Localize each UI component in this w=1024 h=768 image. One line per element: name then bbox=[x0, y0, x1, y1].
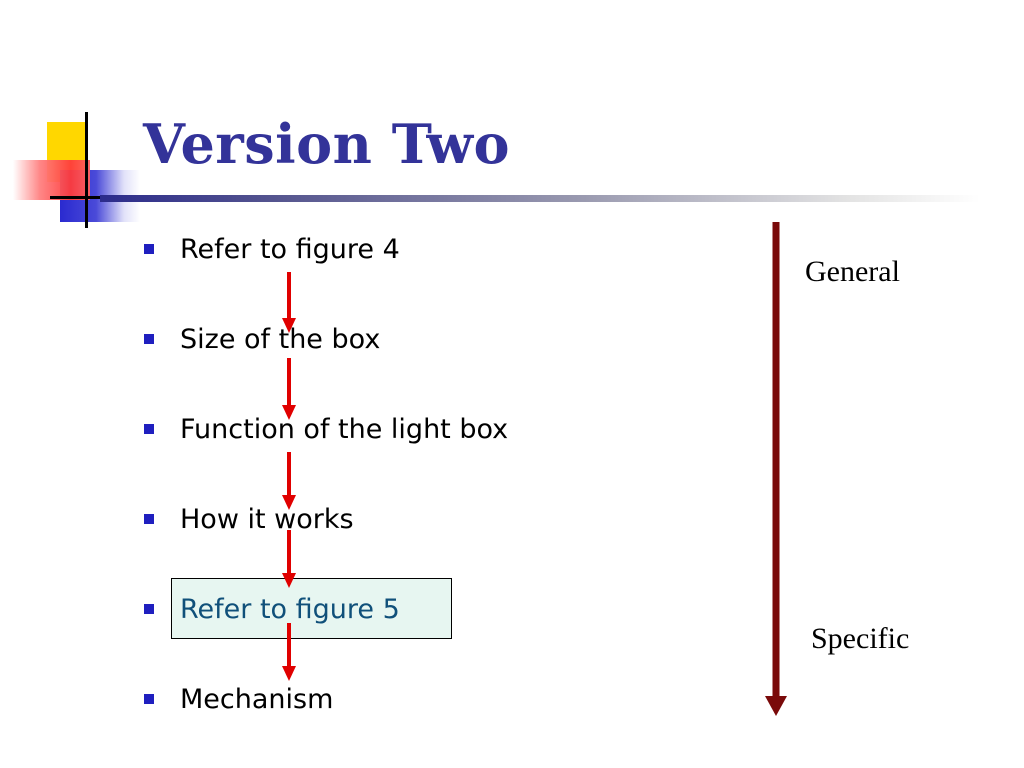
highlight-box bbox=[171, 578, 452, 639]
bullet-text: Refer to figure 4 bbox=[180, 233, 400, 265]
bullet-text: Refer to figure 5 bbox=[180, 593, 400, 625]
slide-title: Version Two bbox=[143, 112, 510, 176]
decoration-horizontal-line bbox=[50, 196, 110, 199]
bullet-item: Refer to figure 4 bbox=[140, 229, 400, 269]
decoration-vertical-line bbox=[85, 112, 88, 228]
step-arrow bbox=[282, 530, 296, 588]
general-to-specific-arrow bbox=[765, 222, 787, 716]
bullet-square-icon bbox=[144, 244, 154, 254]
step-arrow bbox=[282, 623, 296, 681]
general-label: General bbox=[805, 255, 900, 288]
bullet-item: Mechanism bbox=[140, 679, 333, 719]
bullet-text: How it works bbox=[180, 503, 354, 535]
bullet-square-icon bbox=[144, 604, 154, 614]
bullet-text: Size of the box bbox=[180, 323, 381, 355]
bullet-text: Mechanism bbox=[180, 683, 334, 715]
step-arrow bbox=[282, 272, 296, 333]
title-underline bbox=[100, 195, 980, 202]
bullet-square-icon bbox=[144, 694, 154, 704]
bullet-item: Function of the light box bbox=[140, 409, 508, 449]
decoration-red-square bbox=[13, 160, 90, 200]
step-arrow bbox=[282, 452, 296, 510]
bullet-item: How it works bbox=[140, 499, 354, 539]
step-arrow bbox=[282, 358, 296, 420]
bullet-square-icon bbox=[144, 424, 154, 434]
bullet-square-icon bbox=[144, 334, 154, 344]
bullet-square-icon bbox=[144, 514, 154, 524]
specific-label: Specific bbox=[811, 622, 910, 655]
bullet-item-highlighted: Refer to figure 5 bbox=[140, 589, 400, 629]
bullet-item: Size of the box bbox=[140, 319, 380, 359]
bullet-text: Function of the light box bbox=[180, 413, 509, 445]
